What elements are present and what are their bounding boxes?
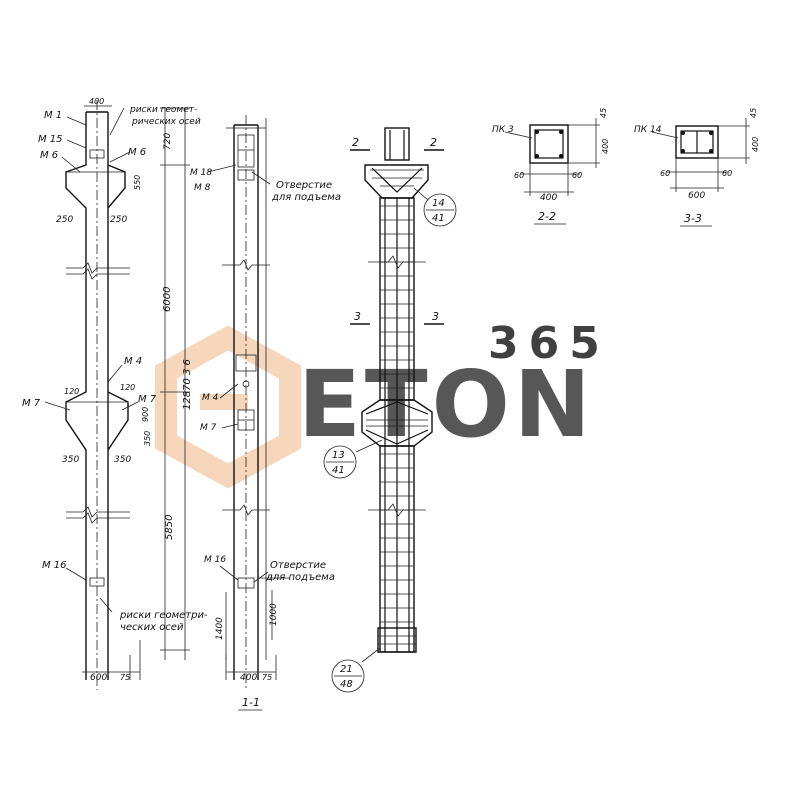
hole-note-bottom-1: Отверстие (270, 560, 326, 571)
label-m16: М 16 (42, 560, 67, 571)
label-m4: М 4 (124, 356, 142, 367)
label-m4-section: М 4 (202, 393, 219, 403)
dim-3-3-60-right: 60 (722, 169, 732, 178)
dim-2-2-45: 45 (599, 108, 608, 118)
vertical-bars (384, 198, 410, 652)
callout-21-top: 21 (340, 664, 353, 675)
dim-75-bottom: 75 (120, 673, 130, 682)
label-m8: М 8 (194, 183, 211, 193)
label-m7-left: М 7 (22, 398, 41, 409)
callout-14-top: 14 (432, 198, 445, 209)
callout-21-bottom: 48 (340, 679, 353, 690)
section-2-2: ПК 3 45 400 60 60 400 2-2 (492, 108, 610, 225)
dim-2-2-60-right: 60 (572, 171, 582, 180)
note-top-line2: рических осей (131, 117, 201, 127)
dim-2-2-60-left: 60 (514, 171, 524, 180)
dim-900: 900 (141, 407, 150, 422)
dim-120-right: 120 (120, 383, 135, 392)
hole-note-bottom-2: для подъема (265, 572, 335, 583)
callout-21-48: 21 48 (331, 647, 381, 693)
dim-75-section: 75 (262, 673, 272, 682)
break-lines (66, 262, 130, 524)
note-bottom-line1: риски геометри- (119, 610, 208, 621)
mark-pk3: ПК 3 (492, 125, 514, 135)
note-bottom-line2: ческих осей (120, 622, 184, 633)
reinforcement-cage: 2 2 3 3 14 41 13 41 21 48 (323, 127, 457, 693)
label-m7-section: М 7 (200, 423, 217, 433)
callout-14-bottom: 41 (432, 213, 445, 224)
watermark: 365 ETON (155, 318, 610, 489)
dim-5850: 5850 (164, 515, 175, 540)
cut-label-2-left: 2 (352, 136, 359, 149)
dim-12870: 12870 3 6 (182, 359, 193, 410)
dim-3-3-45: 45 (749, 108, 758, 118)
cut-label-2-right: 2 (430, 136, 437, 149)
label-m15: М 15 (38, 134, 63, 145)
column-elevation: М 1 М 15 М 6 М 6 М 4 М 7 М 7 М 16 риски … (22, 97, 208, 690)
dim-600-bottom: 600 (90, 673, 107, 683)
dim-1400: 1400 (215, 617, 225, 640)
label-m18: М 18 (190, 168, 212, 178)
label-m1: М 1 (44, 110, 62, 121)
cut-label-3-right: 3 (432, 310, 439, 323)
dim-2-2-height: 400 (601, 139, 610, 154)
caption-2-2: 2-2 (538, 210, 556, 223)
dim-350-left: 350 (62, 455, 79, 465)
note-top-line1: риски геомет- (129, 105, 197, 115)
dim-3-3-width: 600 (688, 191, 705, 201)
label-m16-section: М 16 (204, 555, 226, 565)
label-m7-right: М 7 (138, 394, 157, 405)
hole-note-top-2: для подъема (271, 192, 341, 203)
dim-350-v: 350 (143, 431, 152, 446)
column-outline (65, 111, 129, 680)
dim-250-right: 250 (110, 215, 127, 225)
callout-14-41: 14 41 (413, 187, 457, 227)
caption-1-1: 1-1 (242, 696, 260, 709)
mark-pk14: ПК 14 (634, 125, 662, 135)
callout-13-bottom: 41 (332, 465, 345, 476)
dim-6000: 6000 (162, 287, 173, 312)
dim-2-2-width: 400 (540, 193, 557, 203)
dim-400-section: 400 (240, 673, 257, 683)
dim-250-left: 250 (56, 215, 73, 225)
label-m6-right: М 6 (128, 147, 146, 158)
hole-note-top-1: Отверстие (276, 180, 332, 191)
dim-550: 550 (133, 175, 142, 190)
dim-350-right: 350 (114, 455, 131, 465)
section-1-1: М 18 М 8 М 4 М 7 М 16 Отверстие для подъ… (190, 115, 341, 711)
cut-label-3-left: 3 (354, 310, 361, 323)
callout-13-top: 13 (332, 450, 345, 461)
callout-13-41: 13 41 (323, 439, 383, 479)
section-3-3: ПК 14 45 400 60 60 600 3-3 (634, 108, 760, 227)
label-m6-left: М 6 (40, 150, 58, 161)
watermark-hexagon-logo (155, 325, 301, 489)
watermark-brand: ETON (298, 351, 595, 458)
dim-1000: 1000 (269, 603, 279, 626)
caption-3-3: 3-3 (684, 212, 702, 225)
dim-3-3-60-left: 60 (660, 169, 670, 178)
dim-3-3-height: 400 (751, 137, 760, 152)
watermark-number: 365 (488, 318, 610, 369)
dim-120-left: 120 (64, 387, 79, 396)
dim-top-width: 400 (89, 97, 104, 106)
dim-720: 720 (163, 133, 173, 150)
